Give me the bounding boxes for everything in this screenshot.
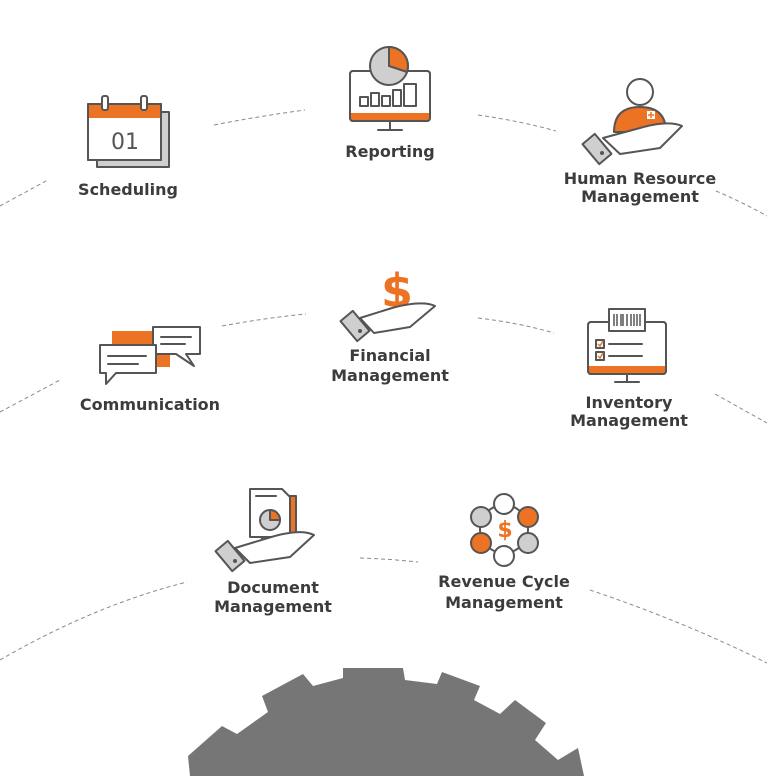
human-resource-label-line2: Management xyxy=(581,187,699,206)
inventory-label-line2: Management xyxy=(570,411,688,430)
financial-module[interactable]: $ Financial Management xyxy=(331,264,449,385)
document-label-line1: Document xyxy=(227,578,319,597)
inventory-module[interactable]: Inventory Management xyxy=(570,308,688,430)
human-resource-label-line1: Human Resource xyxy=(564,169,717,188)
scheduling-label: Scheduling xyxy=(78,180,178,199)
calendar-icon: 01 xyxy=(87,95,170,168)
document-module[interactable]: Document Management xyxy=(214,488,332,616)
barcode-icon xyxy=(613,314,641,326)
financial-label-line1: Financial xyxy=(349,346,430,365)
chat-bubbles-icon xyxy=(99,326,201,385)
gear-icon xyxy=(188,668,584,776)
revenue-cycle-icon: $ xyxy=(470,493,539,567)
document-label-line2: Management xyxy=(214,597,332,616)
dollar-icon: $ xyxy=(497,518,512,543)
monitor-barcode-icon xyxy=(587,308,667,383)
document-on-hand-icon xyxy=(214,488,315,573)
person-on-hand-icon xyxy=(581,78,683,166)
revenue-cycle-label-line1: Revenue Cycle xyxy=(438,572,570,591)
connector-lines xyxy=(0,109,767,664)
revenue-cycle-label-line2: Management xyxy=(445,593,563,612)
dollar-on-hand-icon: $ xyxy=(339,264,436,343)
communication-module[interactable]: Communication xyxy=(80,326,220,414)
financial-label-line2: Management xyxy=(331,366,449,385)
human-resource-module[interactable]: Human Resource Management xyxy=(564,78,717,206)
inventory-label-line1: Inventory xyxy=(586,393,674,412)
revenue-cycle-module[interactable]: $ Revenue Cycle Management xyxy=(438,493,570,612)
monitor-chart-icon xyxy=(349,46,431,131)
reporting-module[interactable]: Reporting xyxy=(345,46,435,161)
reporting-label: Reporting xyxy=(345,142,434,161)
calendar-day-number: 01 xyxy=(111,130,139,155)
scheduling-module[interactable]: 01 Scheduling xyxy=(78,95,178,199)
communication-label: Communication xyxy=(80,395,220,414)
